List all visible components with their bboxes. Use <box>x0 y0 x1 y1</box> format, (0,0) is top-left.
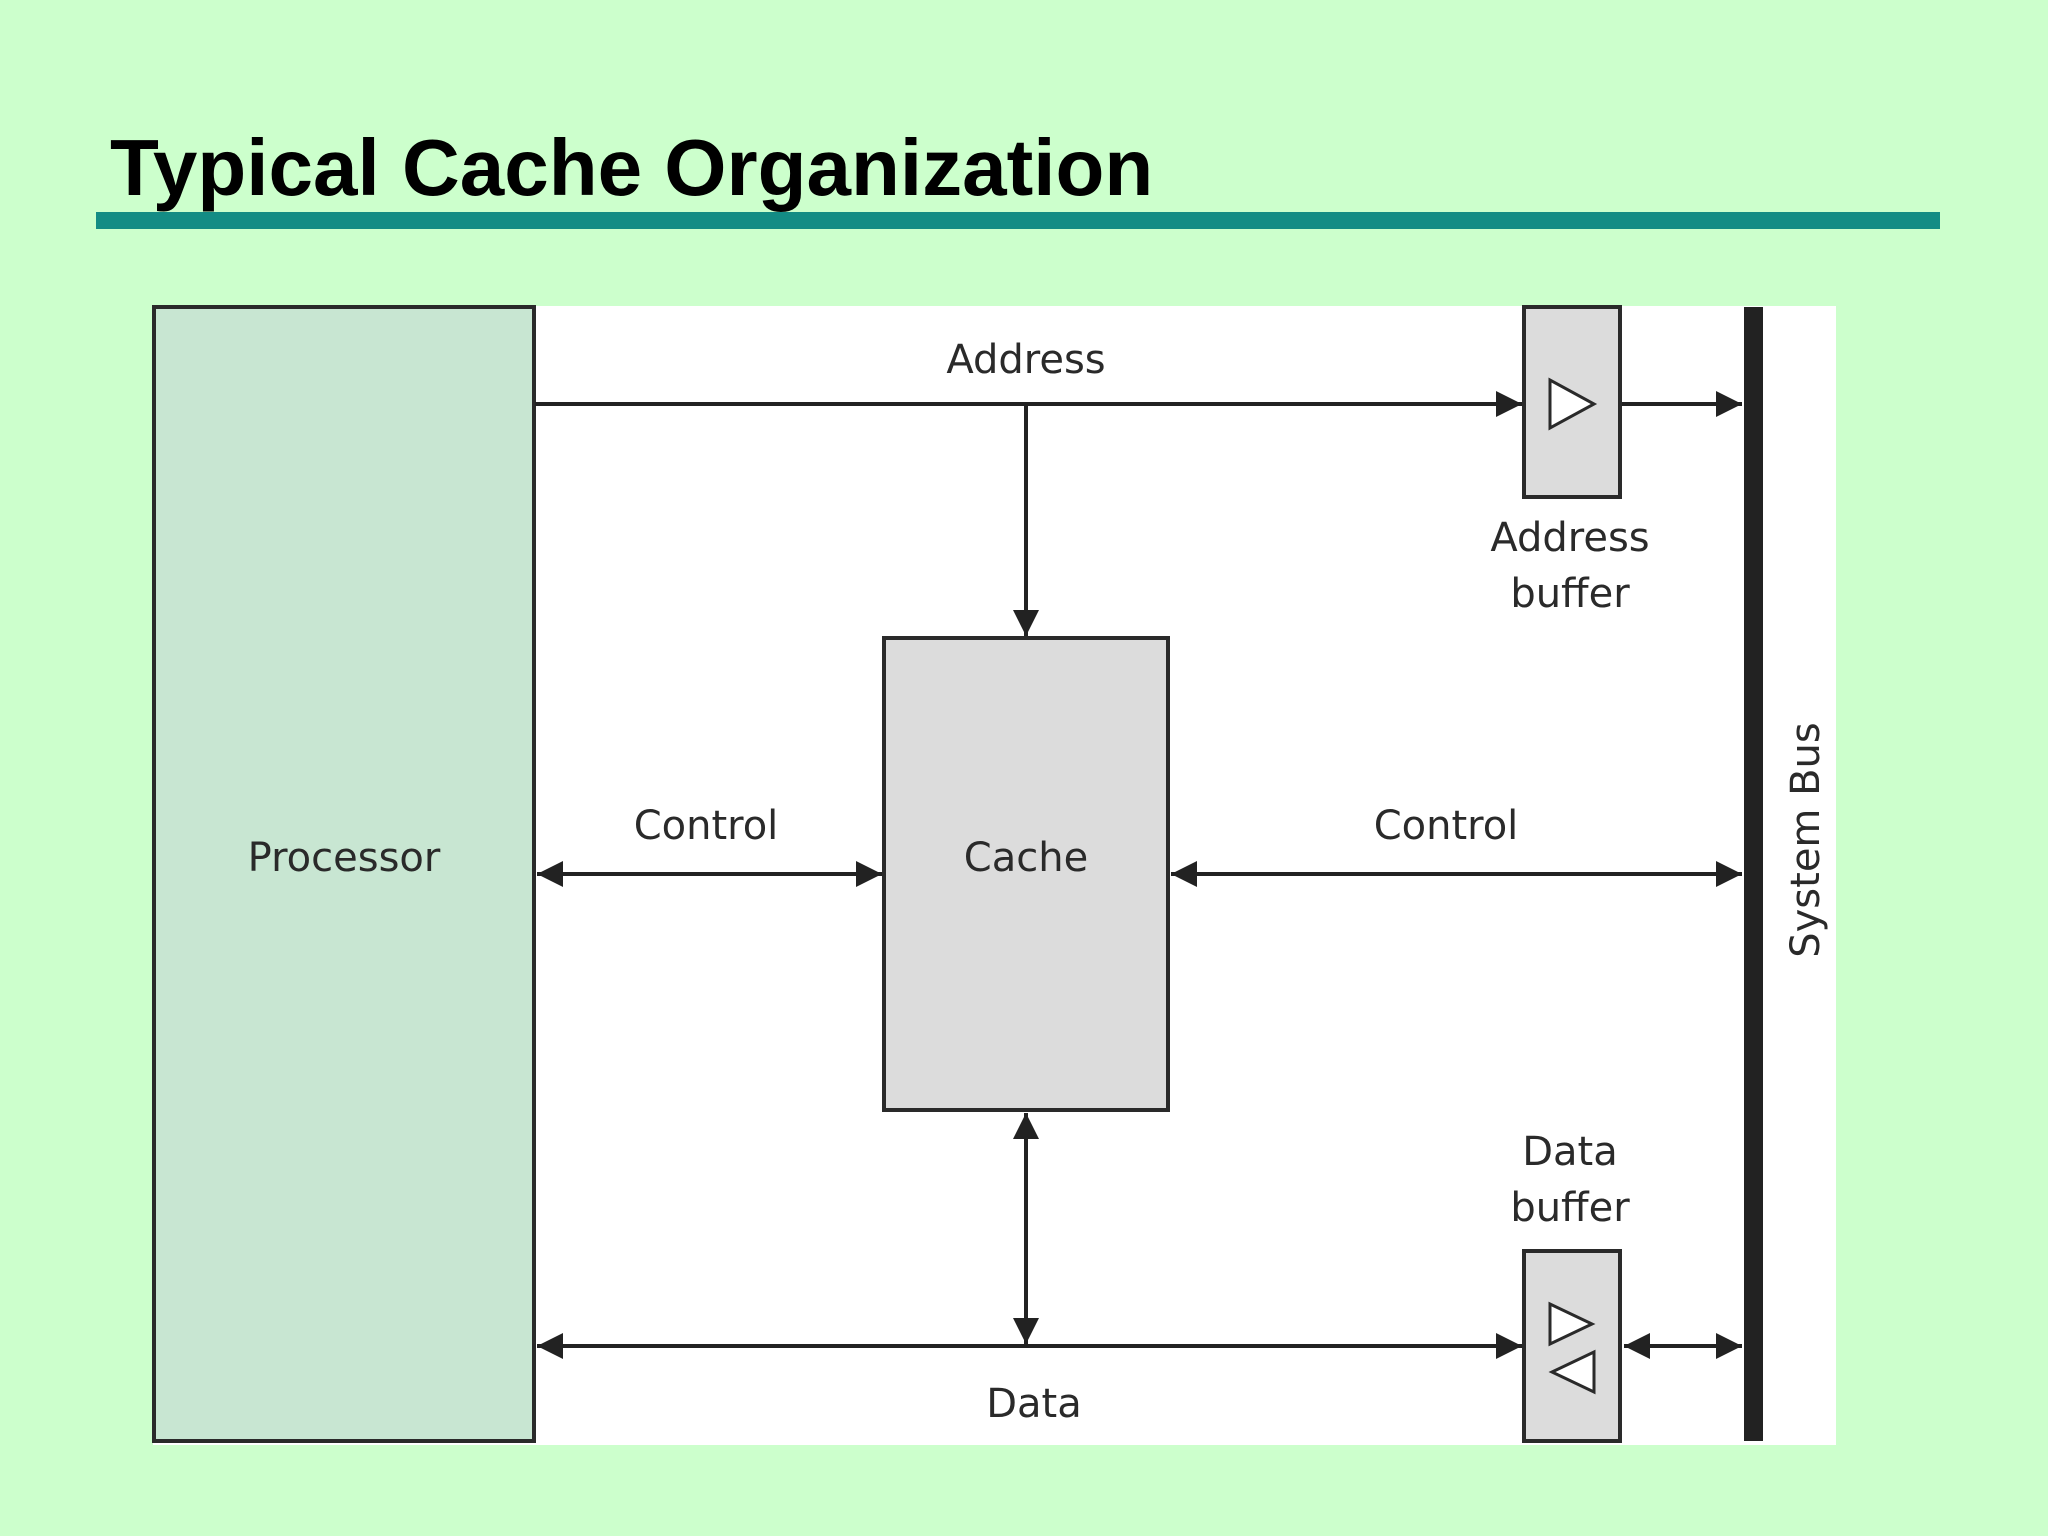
slide-title: Typical Cache Organization <box>110 123 1154 212</box>
address-buffer-label-line2: buffer <box>1510 571 1630 617</box>
address-buffer-triangle-icon <box>1548 377 1598 431</box>
cache-label: Cache <box>964 835 1088 881</box>
control-signal-label-left: Control <box>634 803 779 849</box>
address-buffer-label-line1: Address <box>1490 515 1649 561</box>
address-signal-label: Address <box>946 337 1105 383</box>
data-buffer-block <box>1522 1249 1622 1443</box>
data-buffer-left-triangle-icon <box>1548 1349 1596 1395</box>
cache-block <box>882 636 1170 1112</box>
data-buffer-right-triangle-icon <box>1548 1301 1596 1347</box>
processor-block <box>152 305 536 1443</box>
system-bus-label: System Bus <box>1783 722 1829 958</box>
processor-label: Processor <box>248 835 441 881</box>
system-bus-bar <box>1744 307 1763 1441</box>
control-signal-label-right: Control <box>1374 803 1519 849</box>
data-buffer-label-line1: Data <box>1522 1129 1618 1175</box>
data-signal-label: Data <box>986 1381 1082 1427</box>
data-buffer-label-line2: buffer <box>1510 1185 1630 1231</box>
title-underline <box>96 212 1940 229</box>
